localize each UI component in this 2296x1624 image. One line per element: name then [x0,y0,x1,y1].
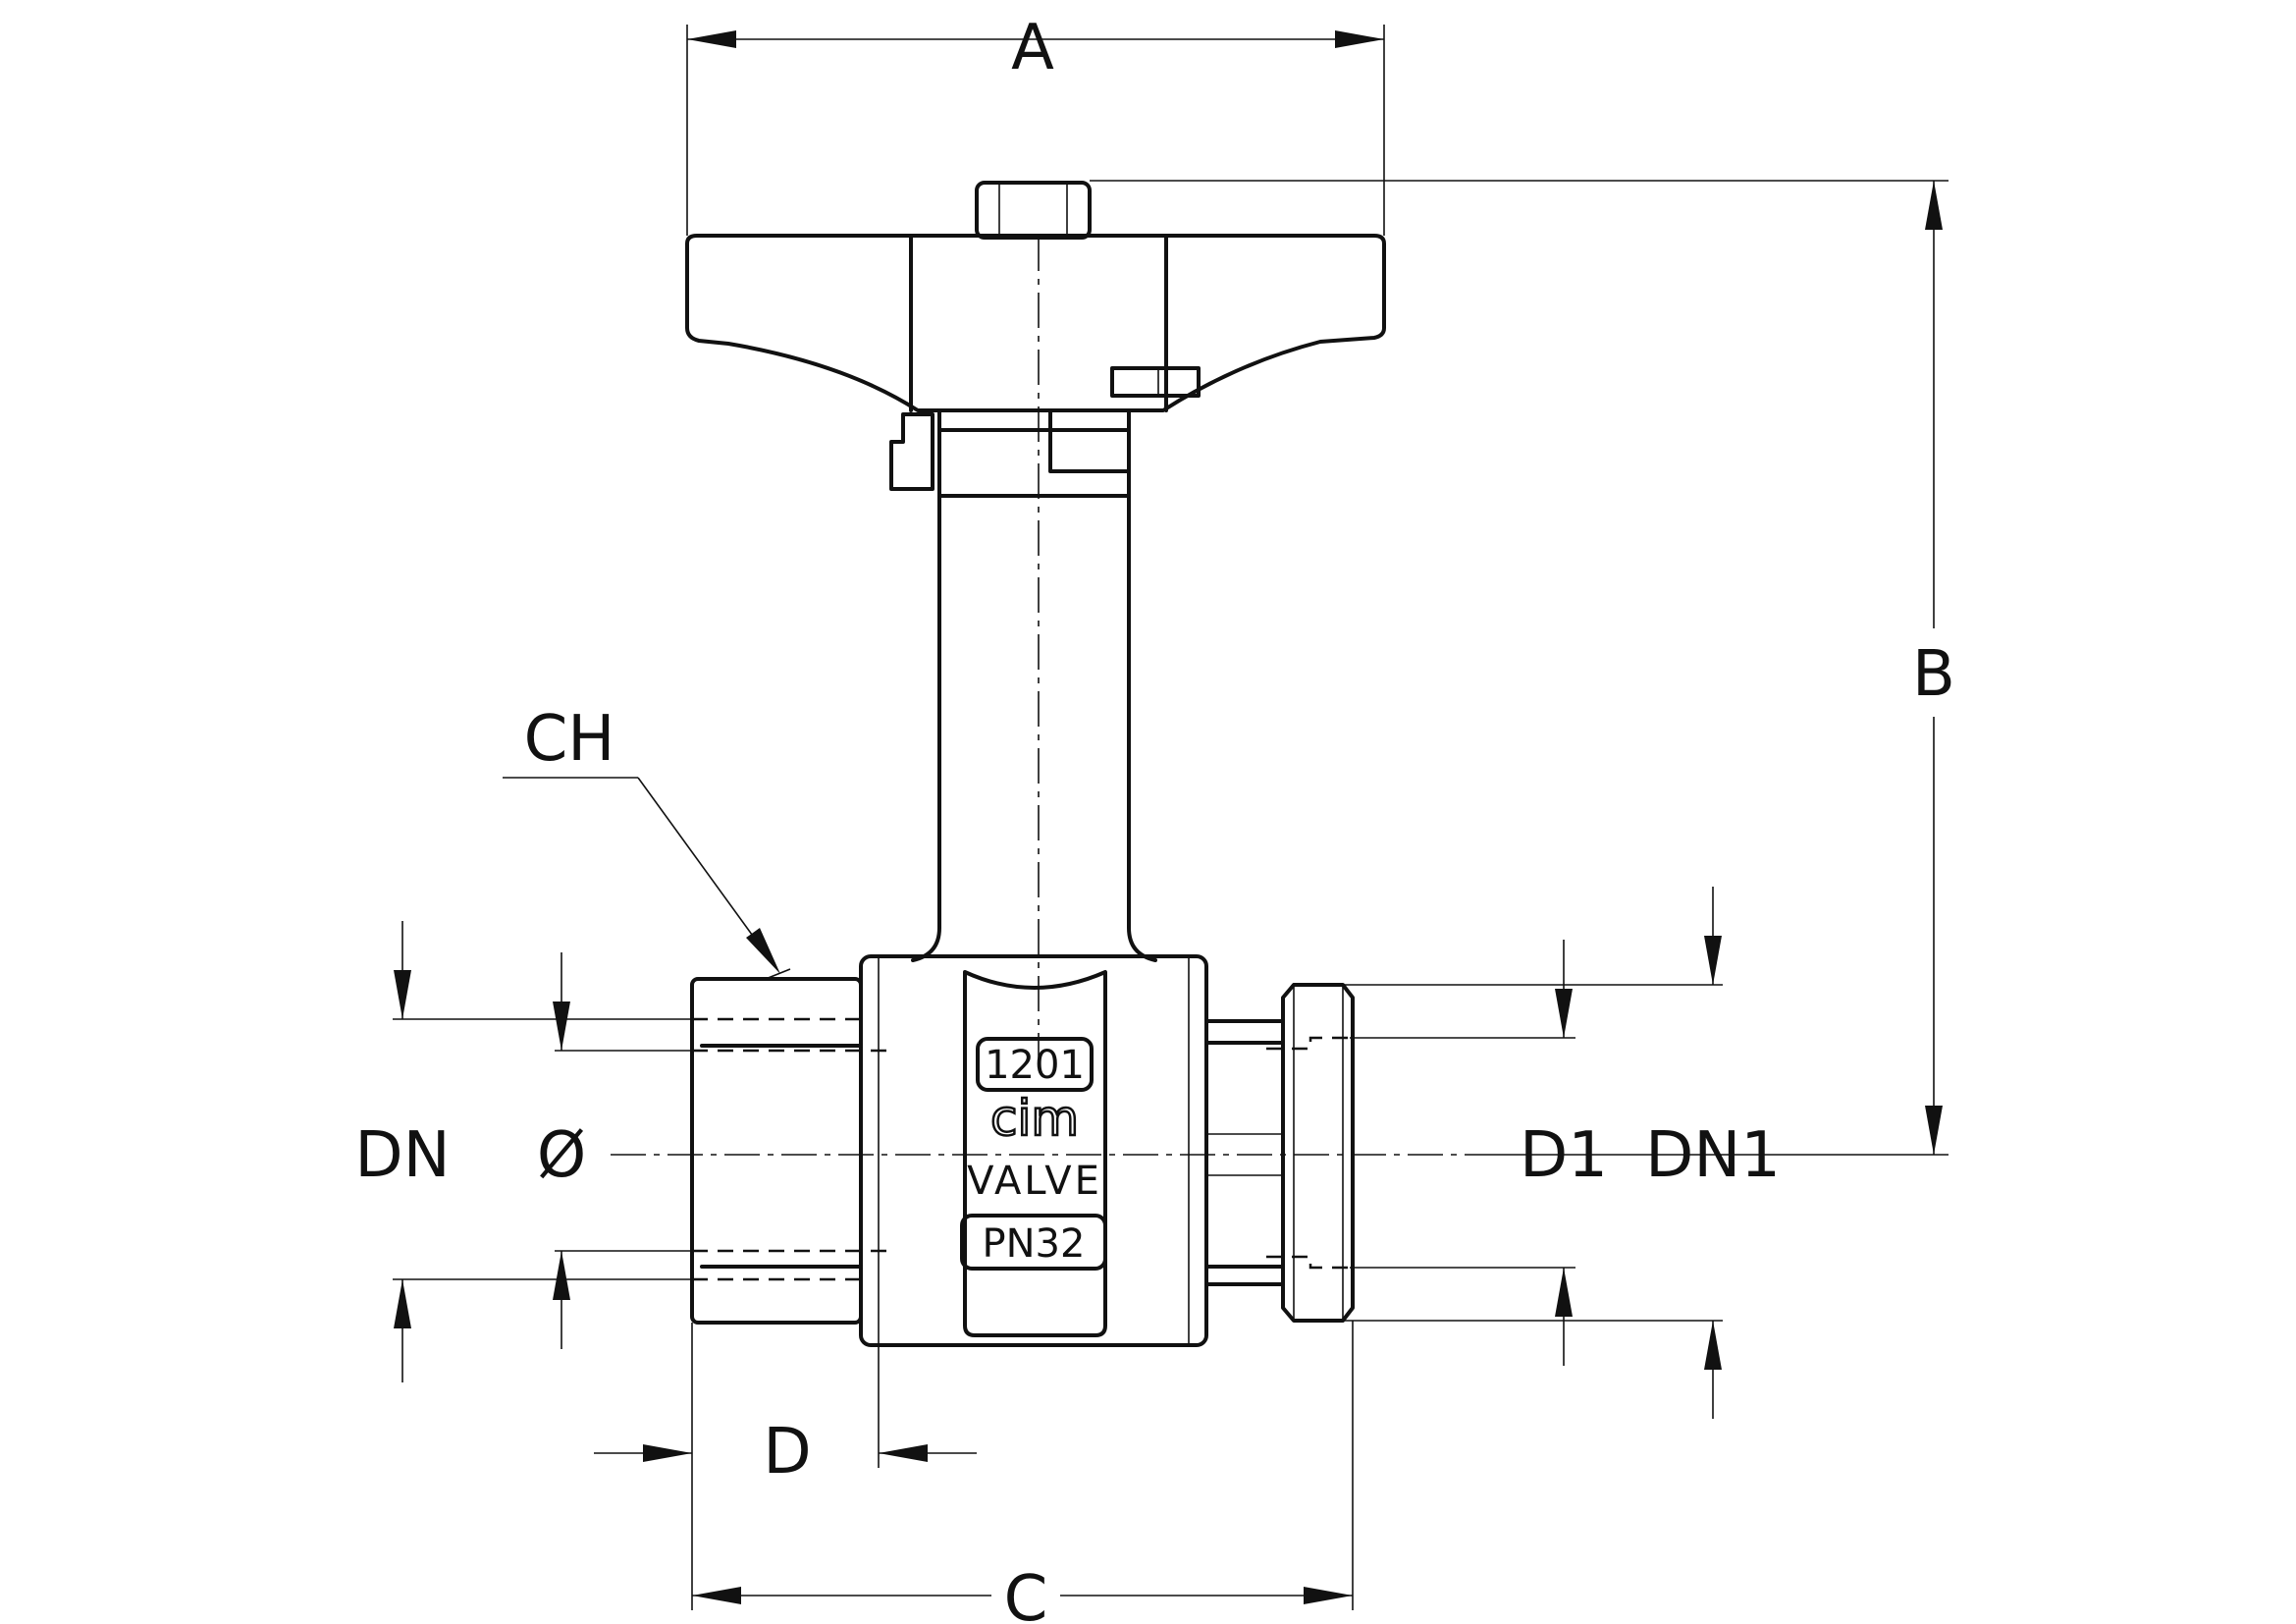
dim-label-ch: CH [524,703,615,776]
mark-brand: cim [990,1090,1079,1147]
dim-label-b: B [1912,638,1955,711]
dimension-bore: Ø [537,952,692,1349]
dimension-b: B [1090,180,1963,1156]
dimension-d1: D1 [1350,940,1608,1366]
dim-label-dn1: DN1 [1645,1119,1781,1192]
dimension-dn: DN [354,921,692,1382]
dimension-d: D [594,1345,977,1489]
dim-label-c: C [1004,1563,1048,1624]
mark-code: 1201 [985,1043,1085,1088]
valve-body [690,494,1355,1347]
t-handle [685,181,1386,498]
dim-label-a: A [1011,12,1054,84]
body-markings: 1201 cim VALVE PN32 [960,1037,1107,1271]
dimension-c: C [691,1321,1354,1624]
dim-label-bore: Ø [537,1119,586,1192]
mark-type: VALVE [967,1159,1102,1204]
mark-pressure: PN32 [983,1221,1086,1267]
dim-label-d: D [763,1416,811,1489]
dimension-a: A [686,12,1385,236]
dimension-ch: CH [503,703,780,974]
center-lines [611,236,1492,1156]
dim-label-dn: DN [354,1119,450,1192]
dimension-dn1: DN1 [1343,887,1781,1419]
dim-label-d1: D1 [1520,1119,1608,1192]
